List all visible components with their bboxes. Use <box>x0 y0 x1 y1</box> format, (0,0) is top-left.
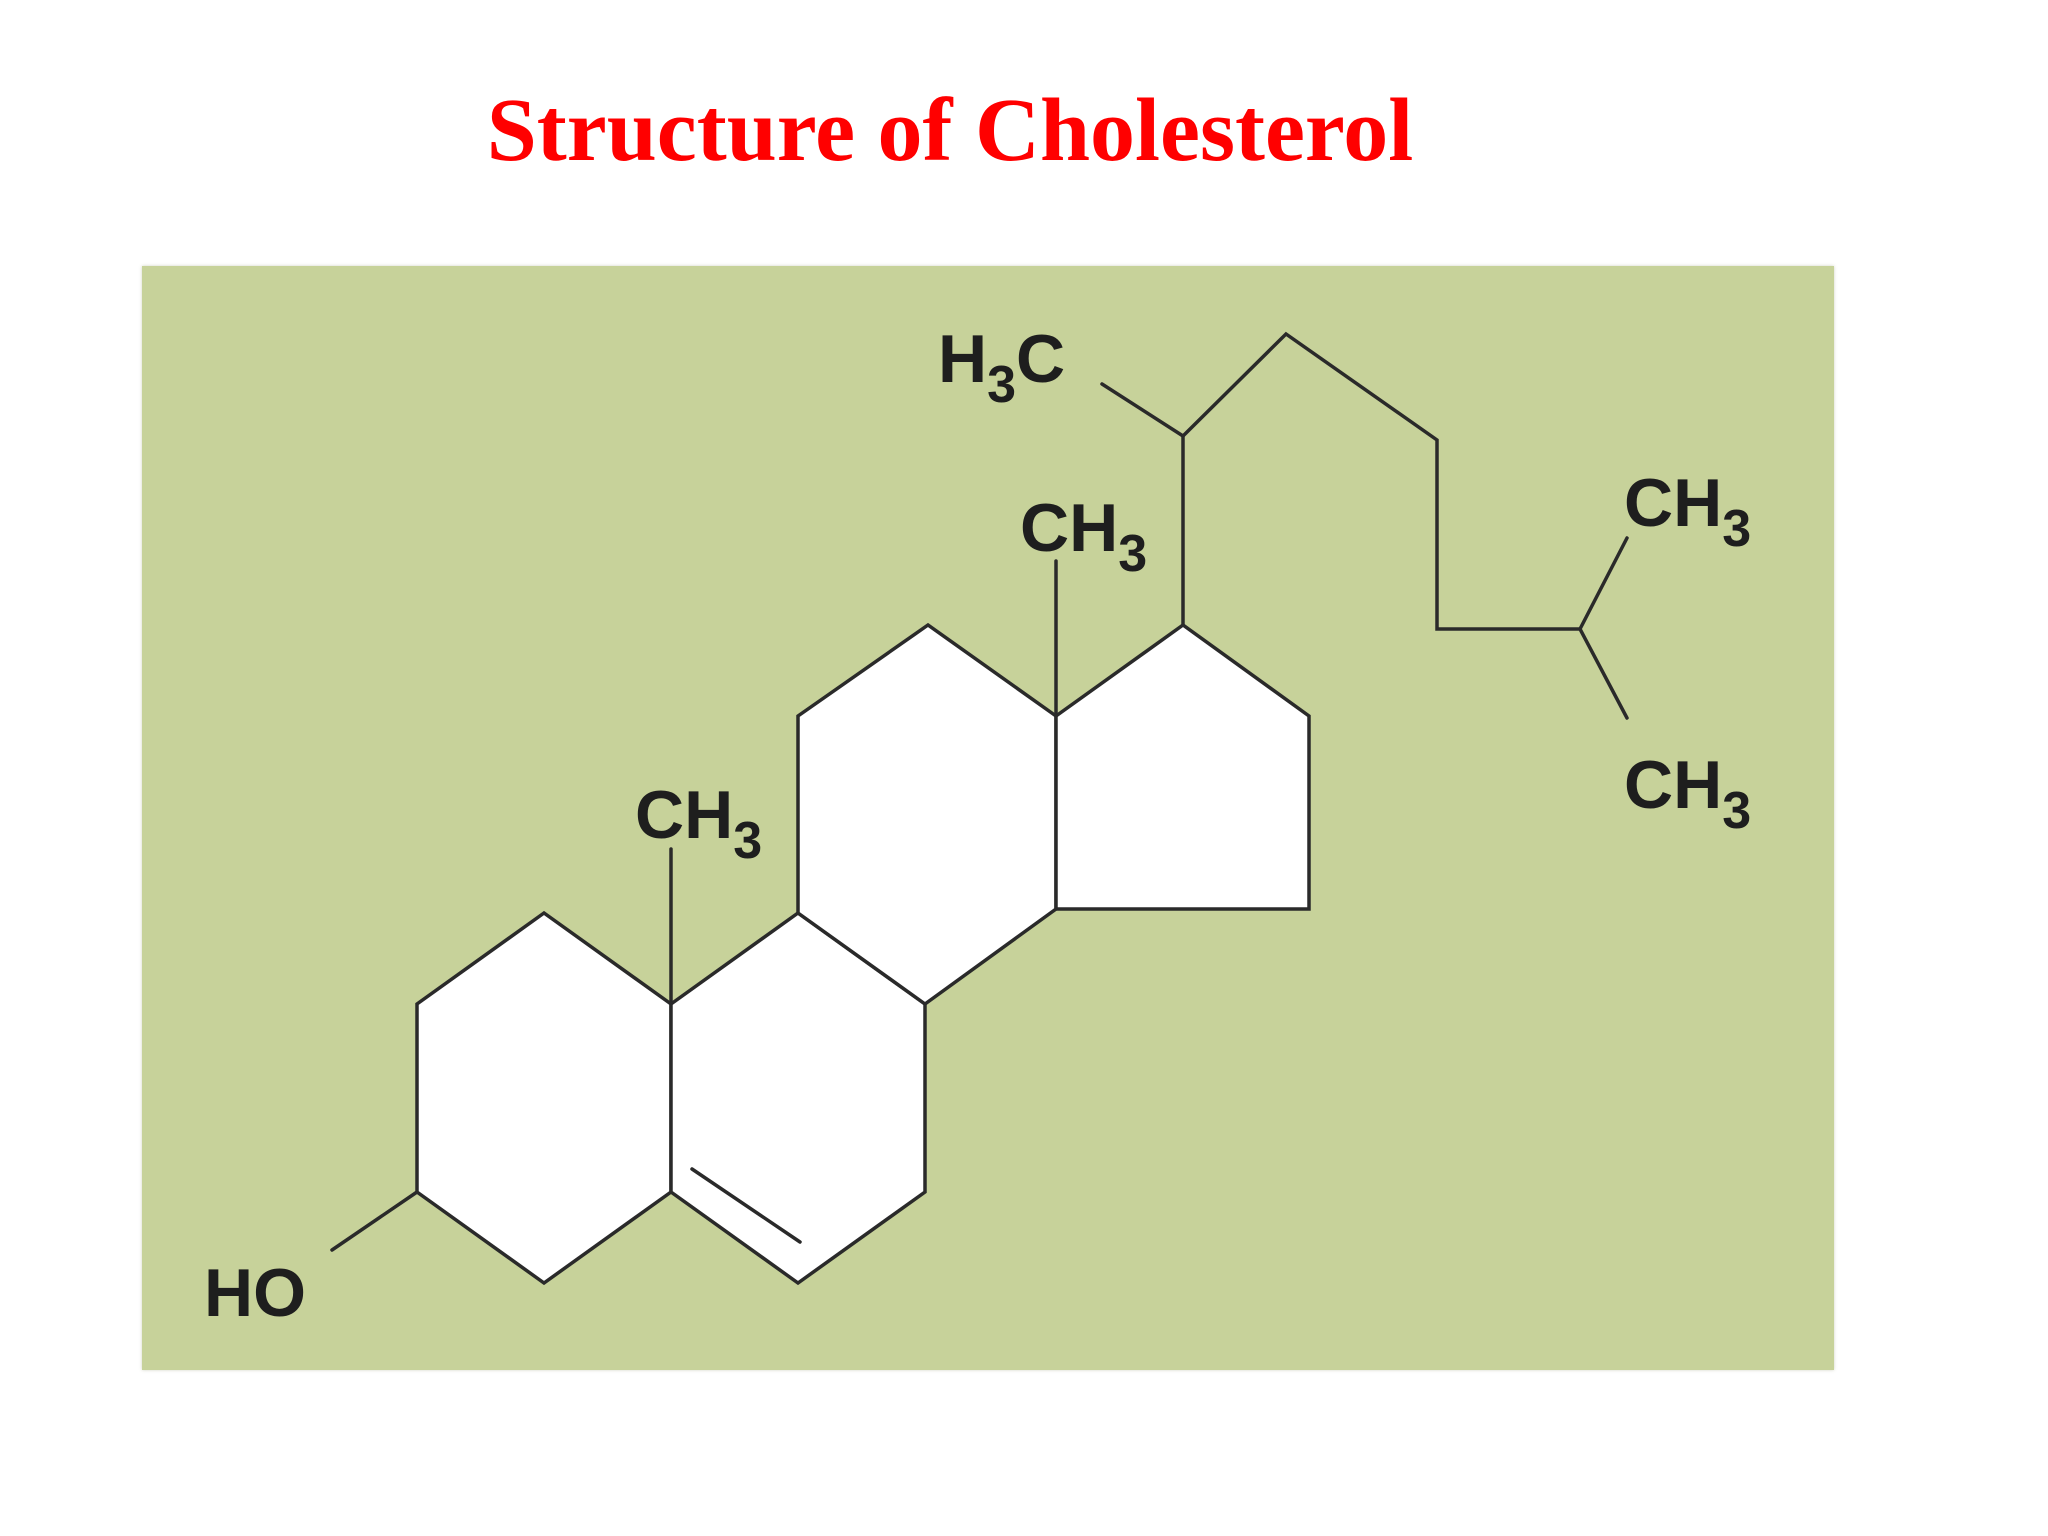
cholesterol-structure-figure: HO CH3 CH3 H3C CH3 CH3 <box>142 266 1834 1370</box>
methyl-label-c13: CH3 <box>1020 490 1147 583</box>
double-bond-c5-c6 <box>690 1167 802 1244</box>
methyl-label-c21: H3C <box>938 321 1065 414</box>
ring-d <box>1054 622 1311 911</box>
methyl-label-c26: CH3 <box>1624 465 1751 558</box>
structural-formula: HO CH3 CH3 H3C CH3 CH3 <box>204 321 1751 1331</box>
bond-c25-c26 <box>1578 536 1629 631</box>
methyl-label-c10: CH3 <box>635 777 762 870</box>
methyl-label-c27: CH3 <box>1624 747 1751 840</box>
bond-c20-c21 <box>1100 382 1185 438</box>
page-title: Structure of Cholesterol <box>486 81 1414 180</box>
hydroxyl-label: HO <box>204 1255 306 1331</box>
bond-c3-hydroxyl <box>330 1190 419 1252</box>
ring-a <box>415 910 673 1286</box>
side-chain <box>1181 331 1582 631</box>
bond-c25-c27 <box>1578 627 1629 720</box>
